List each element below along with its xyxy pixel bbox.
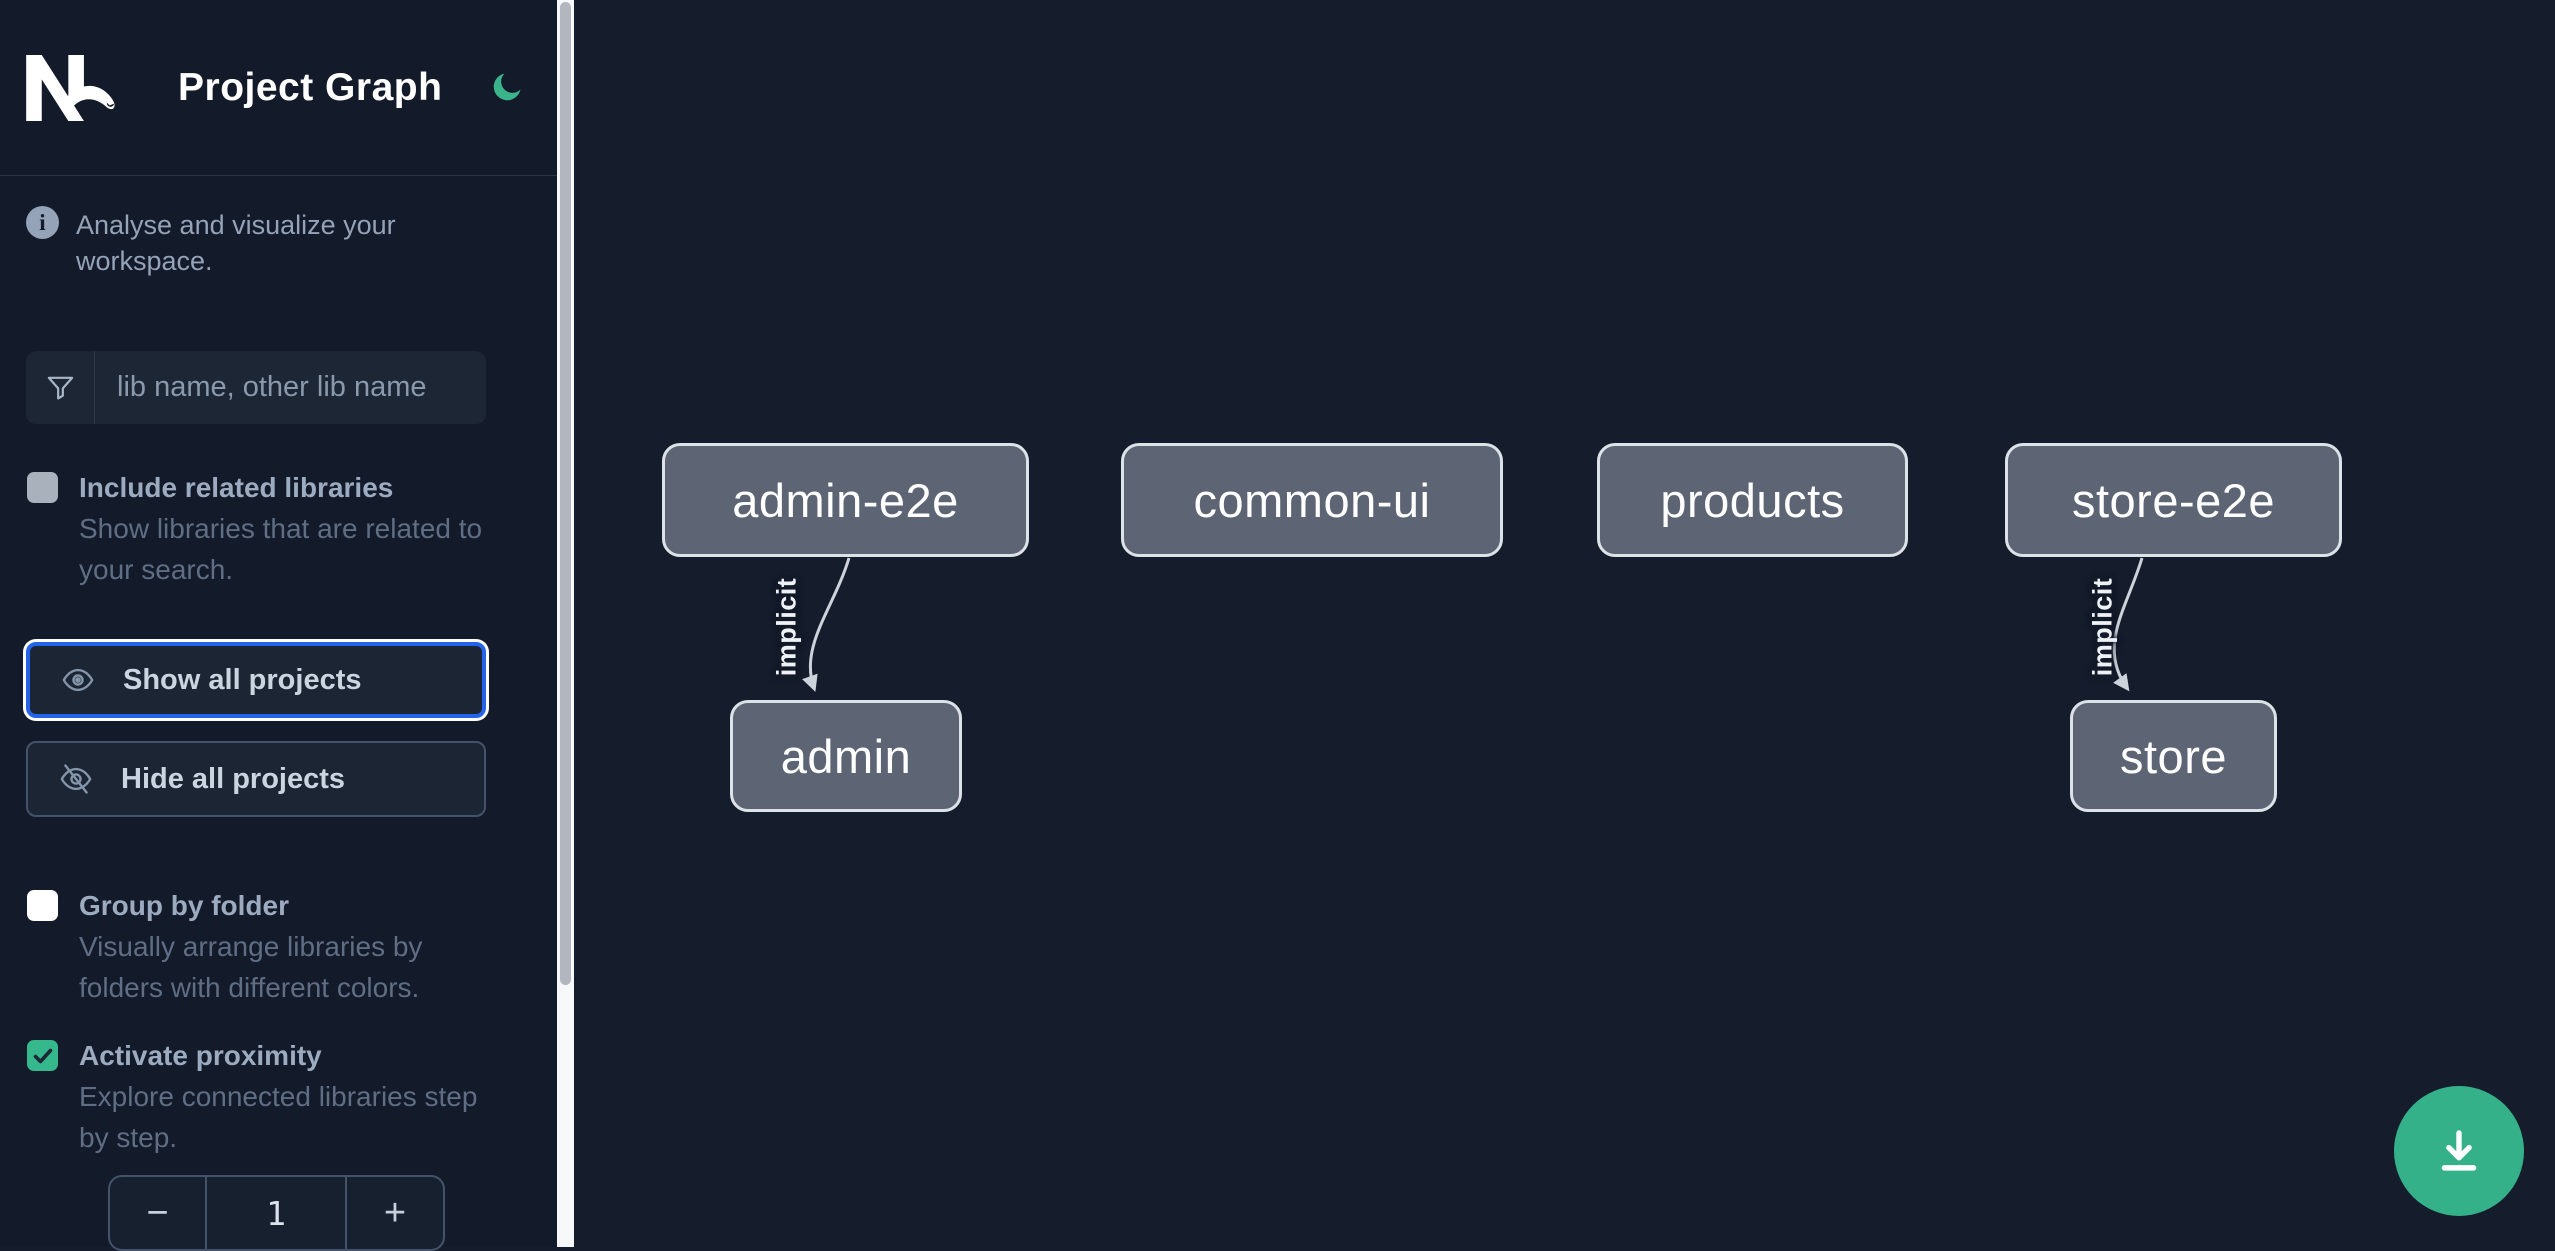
sidebar: Project Graph i Analyse and visualize yo… bbox=[0, 0, 557, 1251]
sidebar-header: Project Graph bbox=[0, 0, 557, 176]
show-all-projects-button[interactable]: Show all projects bbox=[26, 642, 486, 718]
group-by-folder-label: Group by folder bbox=[79, 890, 289, 921]
activate-proximity-label: Activate proximity bbox=[79, 1040, 322, 1071]
hide-all-projects-label: Hide all projects bbox=[121, 762, 346, 795]
download-icon bbox=[2441, 1130, 2477, 1171]
sidebar-scrollbar[interactable] bbox=[557, 0, 574, 1247]
proximity-depth-value: 1 bbox=[207, 1177, 347, 1249]
graph-node-store-e2e[interactable]: store-e2e bbox=[2005, 443, 2342, 557]
check-icon bbox=[33, 1048, 52, 1063]
theme-toggle-button[interactable] bbox=[484, 66, 528, 110]
group-by-folder-checkbox[interactable] bbox=[27, 890, 58, 921]
search-input[interactable] bbox=[95, 351, 486, 424]
graph-node-store[interactable]: store bbox=[2070, 700, 2277, 812]
include-related-checkbox[interactable] bbox=[27, 472, 58, 503]
download-graph-button[interactable] bbox=[2394, 1086, 2524, 1216]
include-related-description: Show libraries that are related to your … bbox=[79, 513, 483, 585]
graph-node-admin[interactable]: admin bbox=[730, 700, 962, 812]
include-related-option: Include related libraries Show libraries… bbox=[0, 468, 557, 590]
hide-all-projects-button[interactable]: Hide all projects bbox=[26, 741, 486, 817]
scrollbar-thumb[interactable] bbox=[560, 2, 571, 985]
graph-node-products[interactable]: products bbox=[1597, 443, 1908, 557]
increment-button[interactable]: + bbox=[347, 1177, 443, 1249]
activate-proximity-description: Explore connected libraries step by step… bbox=[79, 1081, 478, 1153]
filter-funnel-icon bbox=[26, 351, 95, 424]
info-icon: i bbox=[26, 206, 59, 239]
moon-icon bbox=[494, 73, 521, 100]
proximity-depth-stepper: − 1 + bbox=[108, 1175, 445, 1251]
activate-proximity-option: Activate proximity Explore connected lib… bbox=[0, 1036, 557, 1158]
graph-edge-store-e2e-store[interactable] bbox=[2112, 557, 2144, 692]
group-by-folder-description: Visually arrange libraries by folders wi… bbox=[79, 931, 423, 1003]
graph-canvas[interactable] bbox=[574, 0, 2555, 1247]
decrement-button[interactable]: − bbox=[110, 1177, 207, 1249]
nx-logo-icon bbox=[26, 54, 115, 121]
activate-proximity-checkbox[interactable] bbox=[27, 1040, 58, 1071]
include-related-label: Include related libraries bbox=[79, 472, 394, 503]
workspace-info: i Analyse and visualize your workspace. bbox=[26, 206, 531, 279]
group-by-folder-option: Group by folder Visually arrange librari… bbox=[0, 886, 557, 1008]
page-title: Project Graph bbox=[178, 65, 443, 109]
eye-icon bbox=[62, 668, 94, 692]
info-text: Analyse and visualize your workspace. bbox=[76, 210, 396, 276]
eye-off-icon bbox=[60, 764, 92, 794]
graph-node-admin-e2e[interactable]: admin-e2e bbox=[662, 443, 1029, 557]
show-all-projects-label: Show all projects bbox=[123, 663, 362, 696]
graph-edge-admin-e2e-admin[interactable] bbox=[802, 557, 851, 692]
search-box bbox=[26, 351, 486, 424]
graph-node-common-ui[interactable]: common-ui bbox=[1121, 443, 1503, 557]
